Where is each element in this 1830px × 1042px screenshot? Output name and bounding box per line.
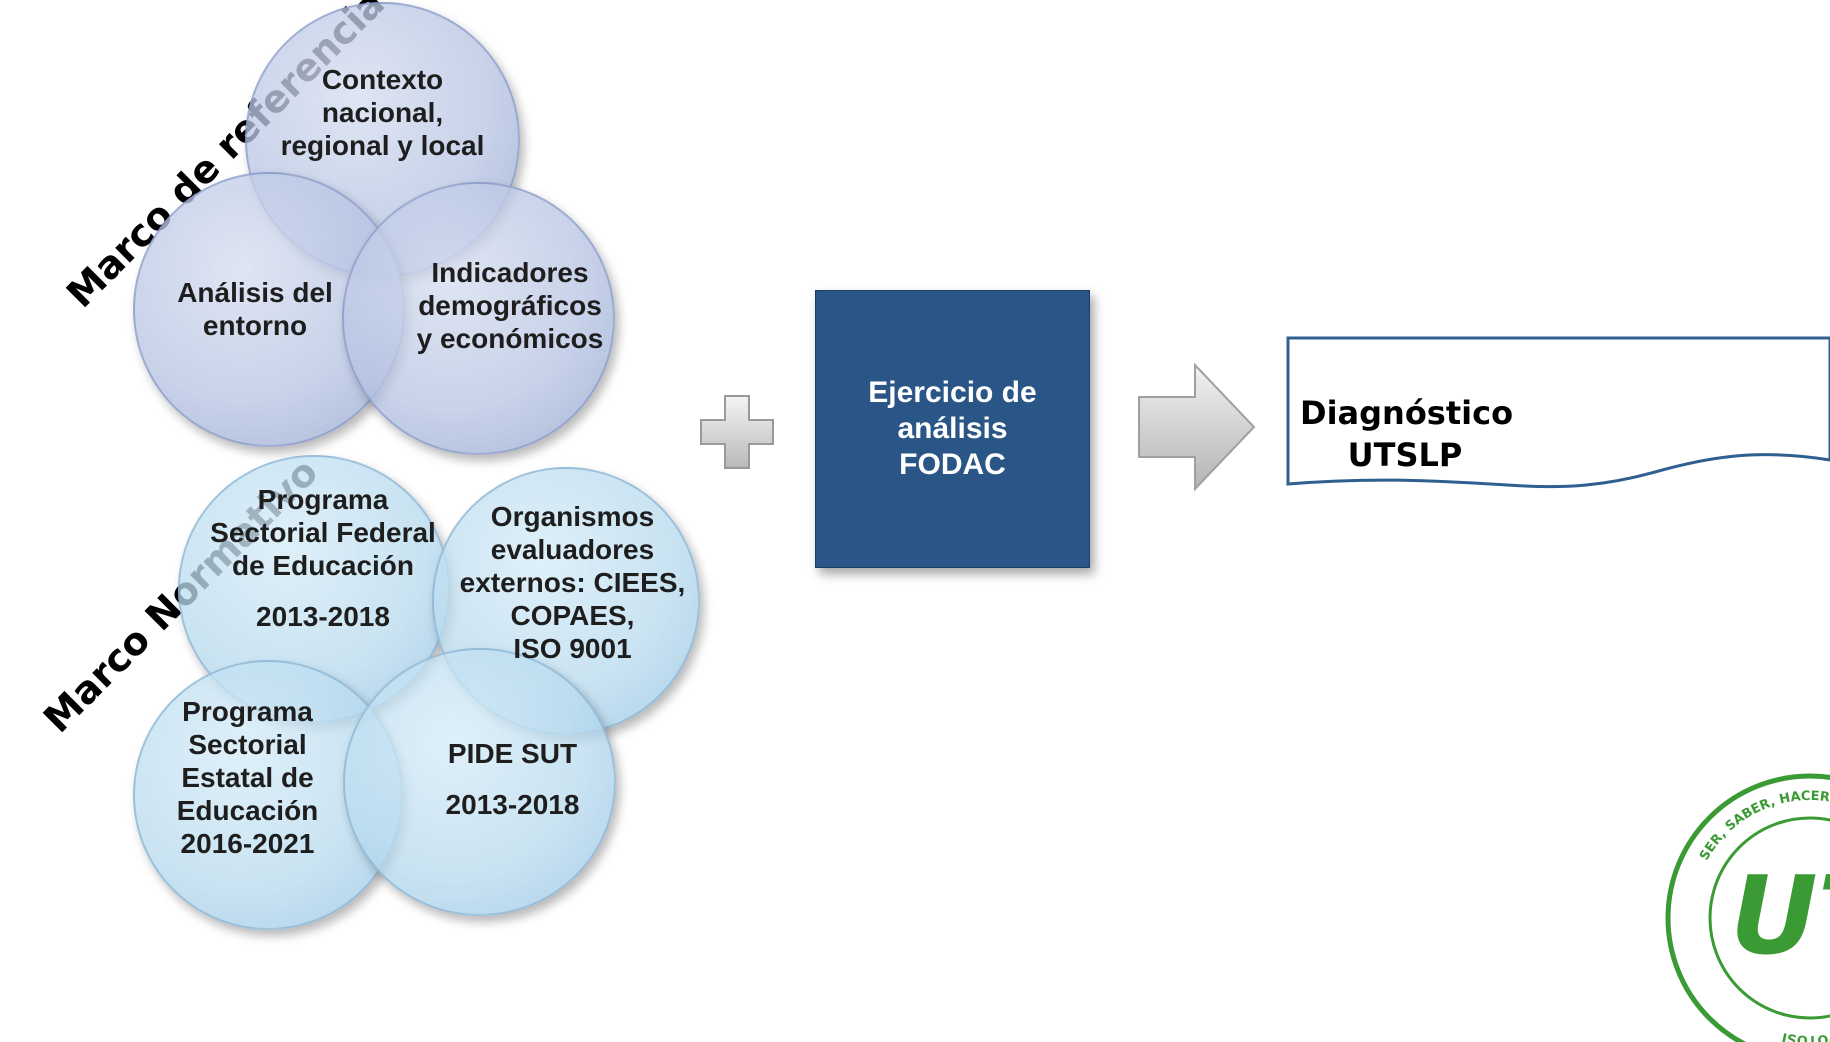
- pide-sut-label: PIDE SUT 2013-2018: [445, 738, 580, 820]
- fodac-line3: FODAC: [899, 448, 1006, 481]
- document-shape: [1286, 336, 1830, 489]
- contexto-label: Contexto nacional, regional y local: [280, 64, 485, 161]
- fodac-line2: análisis: [897, 412, 1008, 445]
- organismos-label: Organismos evaluadores externos: CIEES, …: [459, 501, 686, 664]
- right-arrow-icon: [1138, 363, 1256, 491]
- utslp-logo: SER, SABER, HACER · UNIVERSIDAD TECNOLÓG…: [1665, 773, 1830, 1042]
- fodac-box: Ejercicio de análisis FODAC: [815, 290, 1090, 568]
- plus-icon: [700, 395, 774, 469]
- analisis-entorno-label: Análisis del entorno: [177, 277, 333, 341]
- programa-federal-label: Programa Sectorial Federal de Educación …: [210, 484, 436, 632]
- programa-estatal-label: Programa Sectorial Estatal de Educación …: [176, 696, 319, 859]
- fodac-line1: Ejercicio de: [868, 376, 1037, 409]
- indicadores-label: Indicadores demográficos y económicos: [416, 257, 604, 354]
- circle-pide-sut: [343, 648, 616, 916]
- logo-mark: UT: [1730, 854, 1830, 979]
- circle-indicadores: [342, 182, 615, 455]
- diagnostico-label: Diagnóstico UTSLP: [1300, 394, 1514, 474]
